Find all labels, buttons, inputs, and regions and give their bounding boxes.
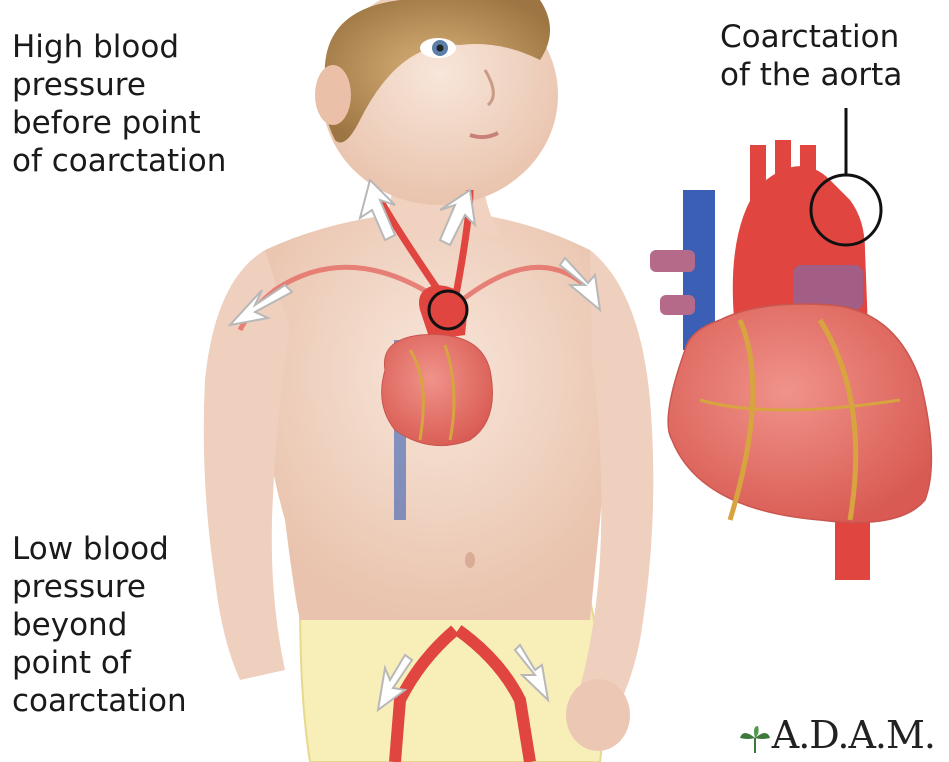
label-line: before point	[12, 104, 226, 142]
label-line: High blood	[12, 28, 226, 66]
label-line: point of	[12, 644, 187, 682]
adam-logo: A.D.A.M.	[738, 716, 935, 754]
label-line: Low blood	[12, 530, 187, 568]
label-low-blood-pressure: Low blood pressure beyond point of coarc…	[12, 530, 187, 720]
label-line: pressure	[12, 568, 187, 606]
large-heart	[650, 108, 931, 580]
logo-text: A.D.A.M.	[772, 716, 935, 754]
label-line: beyond	[12, 606, 187, 644]
label-line: of the aorta	[720, 56, 902, 94]
label-line: Coarctation	[720, 18, 902, 56]
label-coarctation-of-aorta: Coarctation of the aorta	[720, 18, 902, 94]
label-high-blood-pressure: High blood pressure before point of coar…	[12, 28, 226, 180]
label-line: pressure	[12, 66, 226, 104]
leaf-icon	[738, 726, 772, 754]
label-line: of coarctation	[12, 142, 226, 180]
label-line: coarctation	[12, 682, 187, 720]
